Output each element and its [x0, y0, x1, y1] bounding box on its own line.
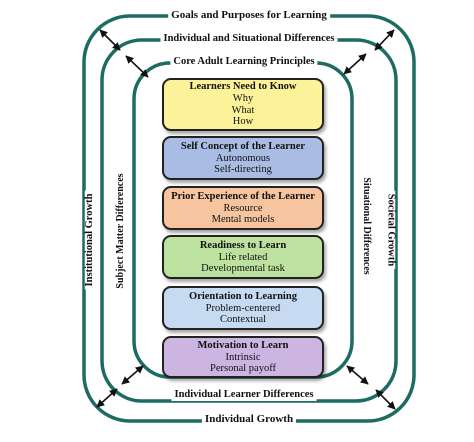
principle-title: Learners Need to Know	[189, 81, 297, 93]
middle-top-label: Individual and Situational Differences	[160, 33, 338, 45]
principle-box-readiness: Readiness to Learn Life related Developm…	[162, 235, 324, 279]
principle-title: Readiness to Learn	[199, 239, 287, 251]
double-arrow-top-left-inner	[125, 55, 149, 78]
double-arrow-bottom-left-outer	[96, 388, 118, 408]
principle-detail: Personal payoff	[210, 363, 276, 374]
principle-detail: How	[232, 116, 254, 128]
right-middle-label: Situational Differences	[361, 174, 372, 278]
principle-detail: Autonomous	[215, 152, 271, 164]
double-arrow-bottom-right-outer	[375, 389, 396, 410]
principle-detail: Problem-centered	[205, 302, 281, 314]
principle-detail: Why	[232, 93, 254, 105]
principle-detail: Resource	[223, 202, 263, 214]
inner-top-label: Core Adult Learning Principles	[170, 56, 318, 68]
principle-box-self-concept: Self Concept of the Learner Autonomous S…	[162, 136, 324, 180]
left-outer-label: Institutional Growth	[84, 190, 96, 290]
principle-detail: What	[231, 104, 255, 116]
inner-bottom-label: Individual Learner Differences	[171, 389, 317, 401]
principle-detail: Developmental task	[201, 263, 285, 274]
principle-title: Self Concept of the Learner	[180, 140, 306, 152]
outer-top-label: Goals and Purposes for Learning	[168, 10, 330, 21]
double-arrow-bottom-right-inner	[346, 365, 369, 385]
double-arrow-bottom-left-inner	[121, 365, 144, 385]
principle-detail: Self-directing	[214, 164, 272, 175]
principle-box-orientation: Orientation to Learning Problem-centered…	[162, 286, 324, 330]
principle-detail: Life related	[218, 251, 268, 263]
principle-box-need-to-know: Learners Need to Know Why What How	[162, 78, 324, 131]
double-arrow-top-left-outer	[99, 29, 121, 51]
principle-title: Orientation to Learning	[189, 290, 297, 302]
principle-title: Prior Experience of the Learner	[171, 190, 315, 202]
double-arrow-top-right-outer	[374, 29, 395, 51]
double-arrow-top-right-inner	[343, 53, 367, 75]
principle-detail: Mental models	[211, 214, 275, 225]
right-outer-label: Societal Growth	[384, 190, 396, 270]
outer-bottom-label: Individual Growth	[201, 414, 297, 425]
principle-detail: Intrinsic	[225, 351, 261, 363]
principle-title: Motivation to Learn	[197, 339, 289, 351]
principle-box-prior-experience: Prior Experience of the Learner Resource…	[162, 186, 324, 230]
left-middle-label: Subject Matter Differences	[115, 170, 126, 292]
principle-detail: Contextual	[219, 314, 267, 325]
principle-box-motivation: Motivation to Learn Intrinsic Personal p…	[162, 336, 324, 378]
